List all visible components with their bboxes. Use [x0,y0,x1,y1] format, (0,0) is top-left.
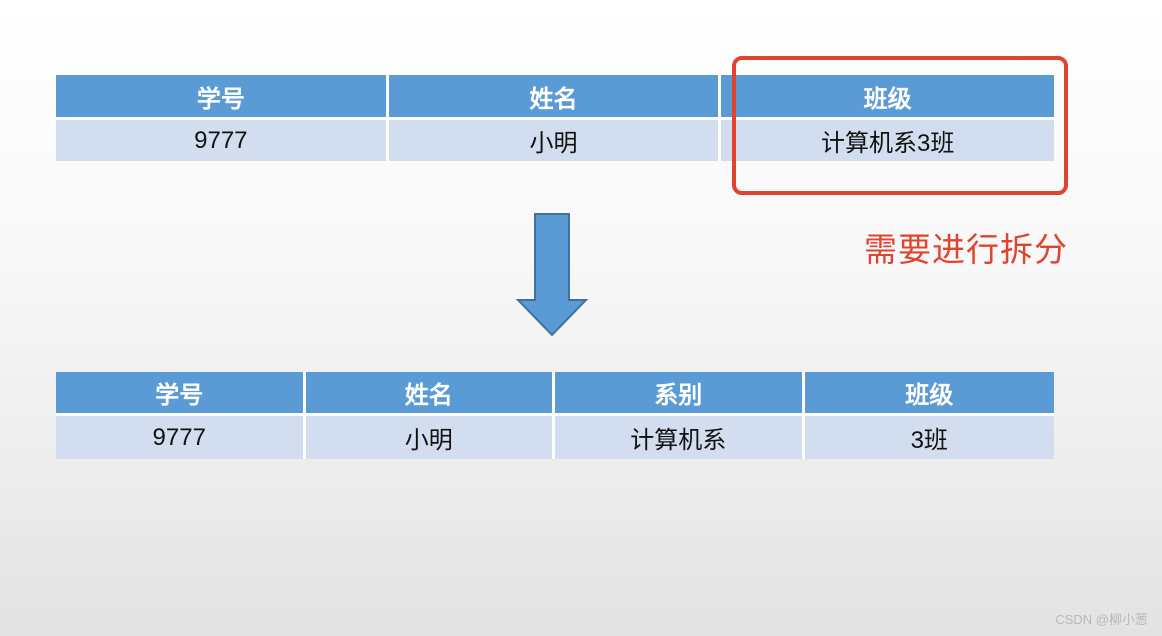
watermark: CSDN @柳小葱 [1055,612,1148,627]
cell-class: 计算机系3班 [721,120,1054,161]
cell-department: 计算机系 [555,416,805,459]
cell-name: 小明 [305,416,555,459]
table-row: 9777 小明 计算机系 3班 [56,416,1054,459]
header-class: 班级 [721,75,1054,120]
header-student-id: 学号 [56,75,389,120]
cell-name: 小明 [388,120,722,161]
split-note: 需要进行拆分 [864,231,1068,268]
header-name: 姓名 [388,75,722,120]
header-row: 学号 姓名 系别 班级 [56,372,1054,416]
split-table: 学号 姓名 系别 班级 9777 小明 计算机系 3班 [56,372,1054,459]
table-row: 9777 小明 计算机系3班 [56,120,1054,161]
cell-class: 3班 [804,416,1054,459]
header-name: 姓名 [305,372,555,416]
highlight-box [732,56,1068,195]
header-row: 学号 姓名 班级 [56,75,1054,120]
cell-student-id: 9777 [56,416,306,459]
header-department: 系别 [555,372,805,416]
header-student-id: 学号 [56,372,306,416]
down-arrow-icon [515,213,589,337]
original-table: 学号 姓名 班级 9777 小明 计算机系3班 [56,75,1054,161]
cell-student-id: 9777 [56,120,389,161]
header-class: 班级 [804,372,1054,416]
